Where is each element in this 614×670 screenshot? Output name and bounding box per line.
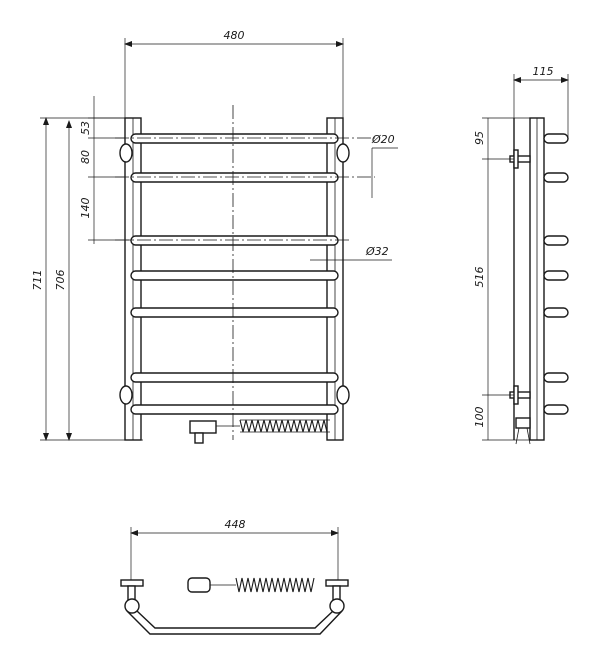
heater-plug bbox=[189, 420, 217, 434]
side-rung bbox=[543, 372, 569, 383]
bottom-right-bracket bbox=[336, 385, 350, 405]
side-view bbox=[509, 117, 569, 445]
dim-bottom-mount-offset: 100 bbox=[473, 407, 486, 428]
top-heater-plug bbox=[187, 577, 211, 593]
top-bottom-rung-inner bbox=[136, 610, 334, 629]
dim-height-between-posts: 706 bbox=[54, 270, 67, 291]
side-rung bbox=[543, 307, 569, 318]
dim-top-mount-offset: 95 bbox=[473, 131, 486, 145]
side-dimensions: 115 95 516 100 bbox=[473, 65, 569, 441]
side-heater-pin bbox=[515, 427, 520, 445]
dim-rung-diameter: Ø20 bbox=[371, 133, 395, 146]
top-view: 448 bbox=[120, 518, 349, 635]
top-right-post bbox=[329, 598, 345, 614]
rung bbox=[130, 404, 339, 415]
side-rung bbox=[543, 270, 569, 281]
dim-mount-width: 448 bbox=[225, 518, 246, 531]
dim-pitch-top: 53 bbox=[79, 121, 92, 135]
heater-coil bbox=[239, 419, 328, 433]
dim-post-diameter: Ø32 bbox=[365, 245, 389, 258]
side-rung bbox=[543, 235, 569, 246]
dim-overall-height: 711 bbox=[31, 270, 44, 291]
side-bottom-mount-plate bbox=[513, 385, 519, 405]
rung bbox=[130, 235, 339, 246]
rung bbox=[130, 270, 339, 281]
side-rung bbox=[543, 133, 569, 144]
front-view bbox=[40, 105, 375, 444]
heater-plug-base bbox=[194, 432, 204, 444]
top-right-mount-plate bbox=[325, 579, 349, 587]
top-heater-coil bbox=[235, 577, 315, 593]
top-right-mount-stem bbox=[332, 585, 341, 601]
dim-depth: 115 bbox=[533, 65, 554, 78]
bottom-left-bracket bbox=[119, 385, 133, 405]
top-left-bracket bbox=[119, 143, 133, 163]
side-top-mount-plate bbox=[513, 149, 519, 169]
dim-pitch-third: 140 bbox=[79, 198, 92, 219]
side-rung bbox=[543, 404, 569, 415]
side-heater-pin bbox=[526, 427, 531, 445]
dim-mount-centres: 516 bbox=[473, 267, 486, 288]
dim-overall-width: 480 bbox=[224, 29, 245, 42]
top-right-bracket bbox=[336, 143, 350, 163]
rungs bbox=[130, 133, 339, 415]
rung bbox=[130, 172, 339, 183]
dim-pitch-second: 80 bbox=[79, 150, 92, 164]
rung bbox=[130, 307, 339, 318]
rung bbox=[130, 372, 339, 383]
heating-element bbox=[189, 419, 330, 444]
front-dimensions: 480 711 706 53 80 140 Ø20 Ø32 bbox=[31, 29, 398, 441]
rung bbox=[130, 133, 339, 144]
top-left-post bbox=[124, 598, 140, 614]
side-rung bbox=[543, 172, 569, 183]
top-left-mount-plate bbox=[120, 579, 144, 587]
side-heater-plug bbox=[515, 417, 531, 429]
top-bottom-rung bbox=[126, 610, 343, 635]
top-left-mount-stem bbox=[127, 585, 136, 601]
